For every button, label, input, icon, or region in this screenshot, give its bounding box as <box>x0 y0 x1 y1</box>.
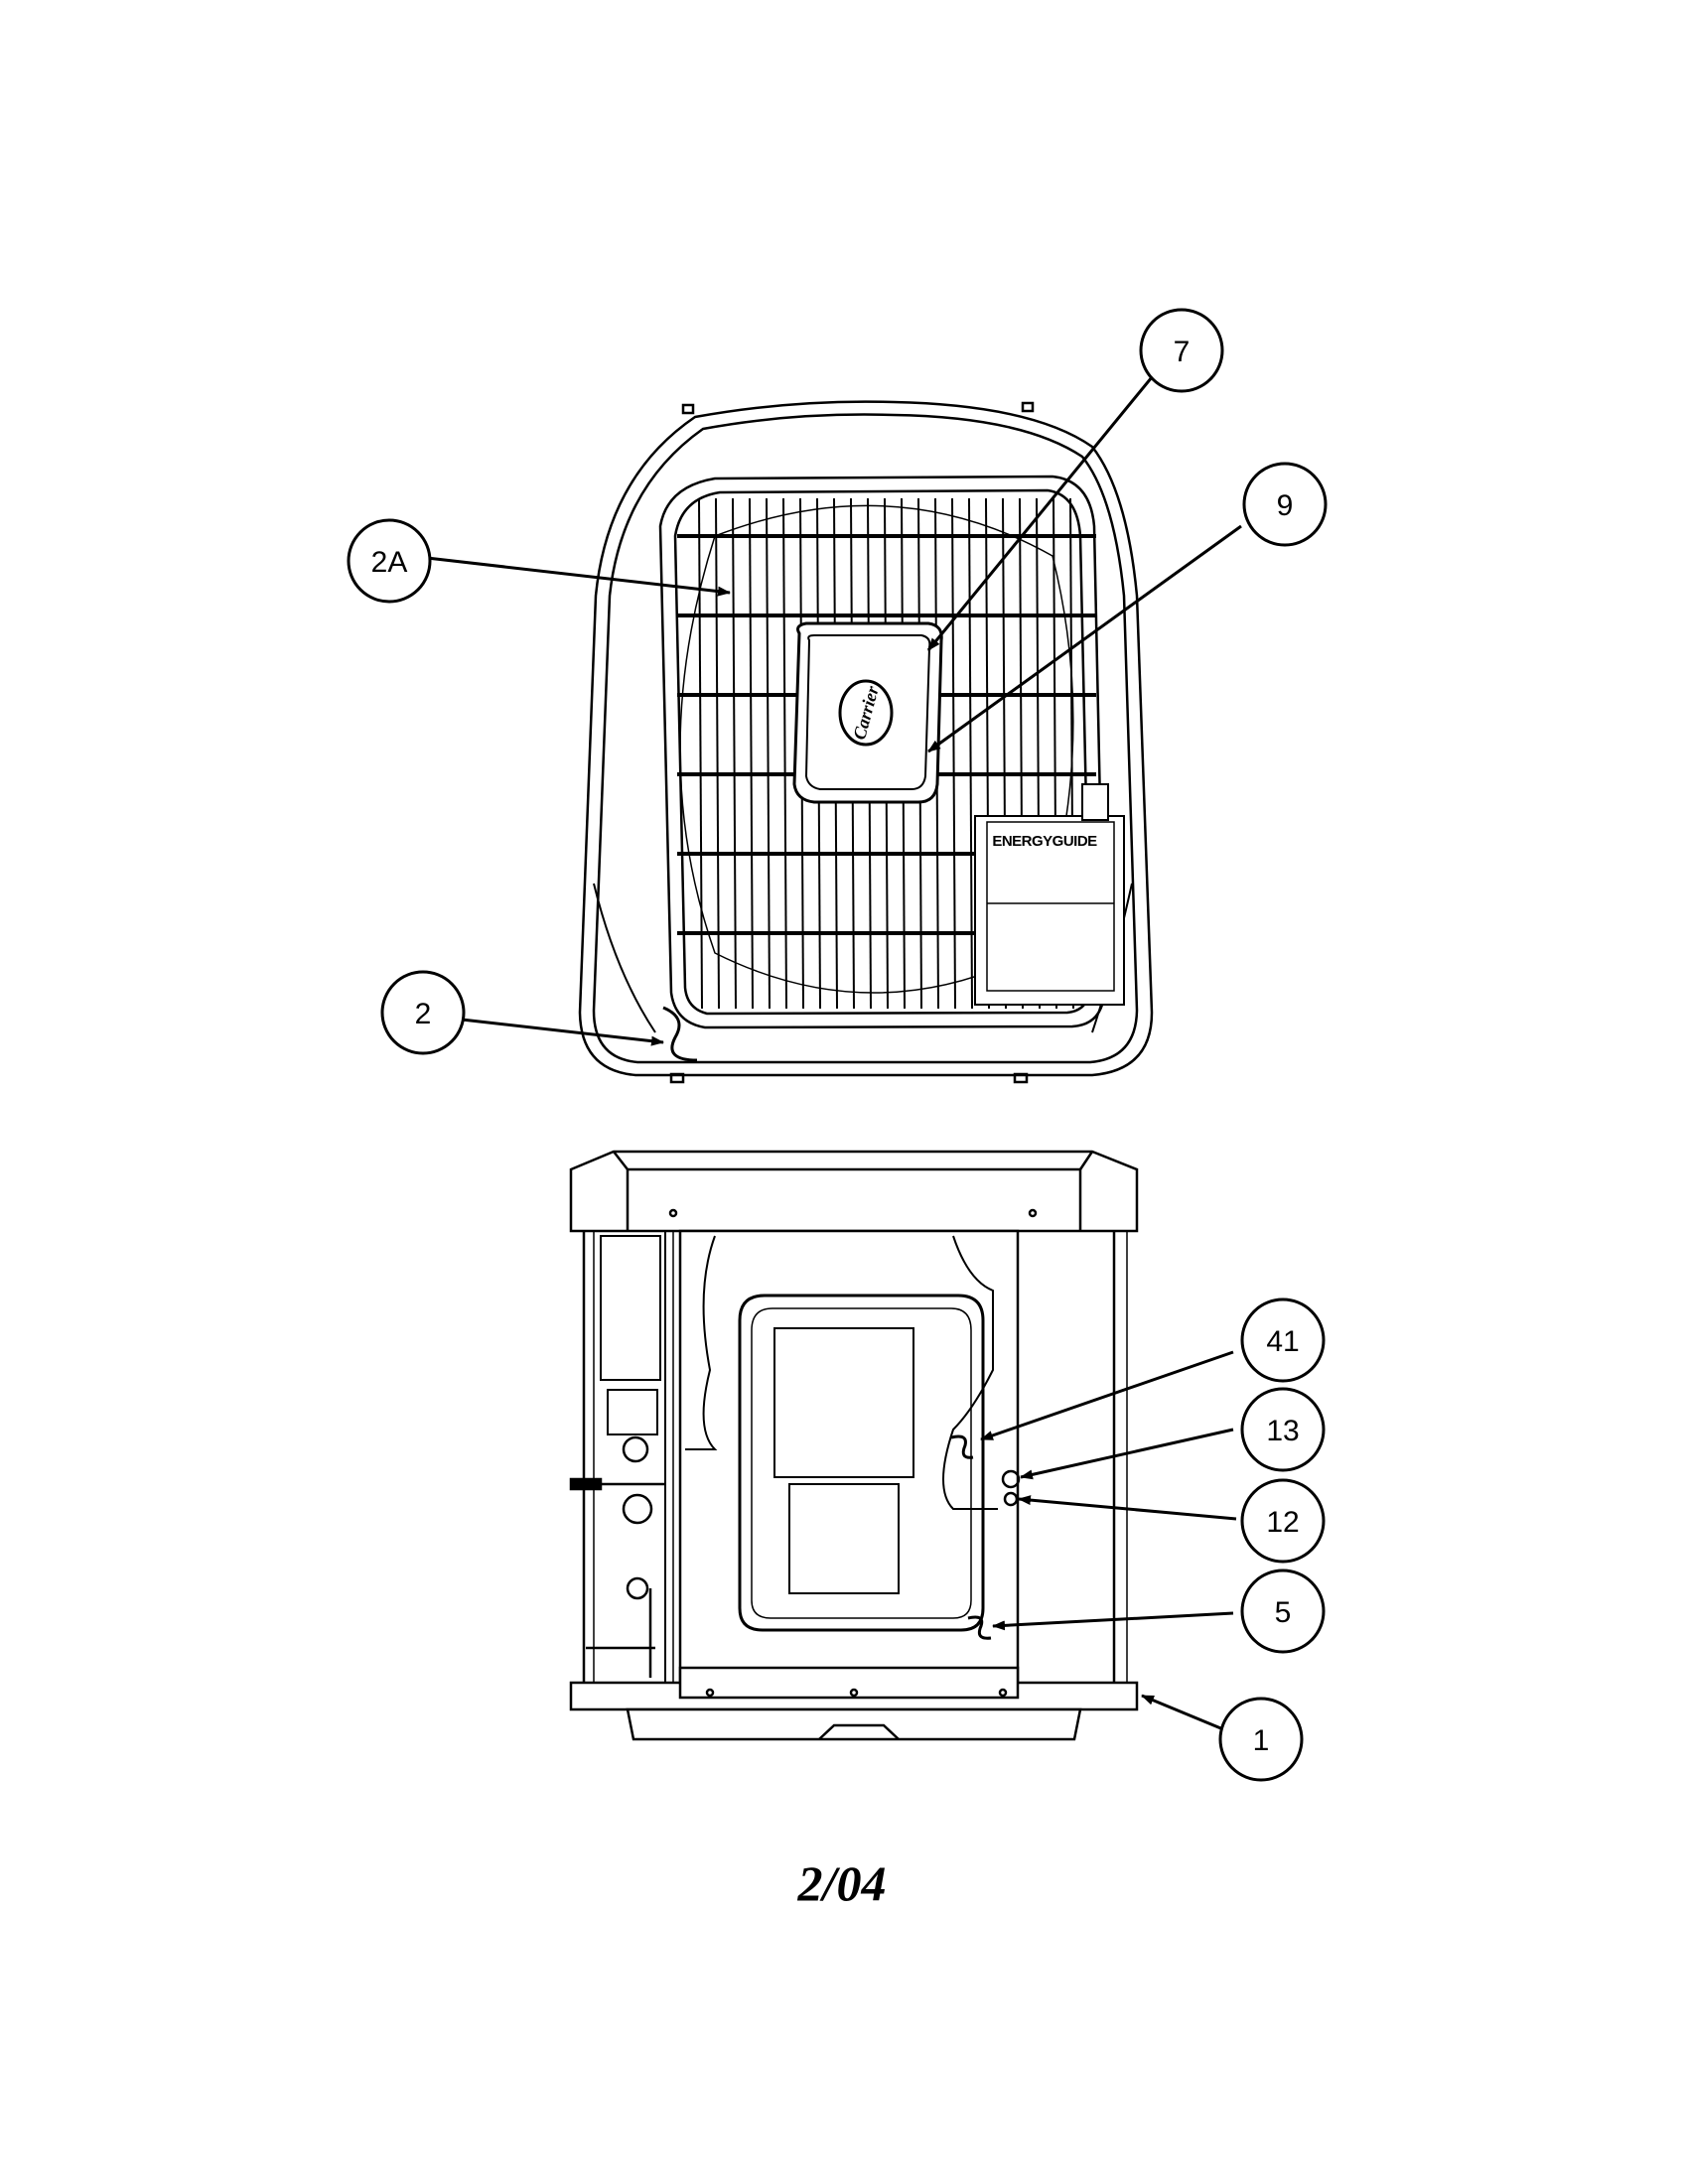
part-marks <box>662 1006 992 1640</box>
leader-41 <box>980 1350 1234 1441</box>
svg-text:12: 12 <box>1266 1506 1299 1539</box>
callout-7: 7 <box>1139 308 1224 393</box>
top-cap <box>569 1150 1139 1233</box>
grille-bar <box>749 497 754 1010</box>
grille-bar <box>766 497 771 1010</box>
grille-bar <box>968 497 973 1010</box>
compressor-label-upper <box>773 1327 914 1478</box>
mark-2 <box>662 1006 698 1062</box>
callout-5: 5 <box>1240 1569 1326 1654</box>
svg-text:7: 7 <box>1174 336 1191 368</box>
leader-9 <box>927 524 1242 753</box>
svg-text:2A: 2A <box>371 546 408 579</box>
service-valve-upper <box>622 1435 649 1463</box>
top-cover-outline <box>578 400 1154 1077</box>
callout-1: 1 <box>1218 1697 1304 1782</box>
grille-bar <box>732 497 737 1010</box>
carrier-logo-icon <box>838 679 894 747</box>
callout-9: 9 <box>1242 462 1328 547</box>
callout-13: 13 <box>1240 1387 1326 1472</box>
mark-5 <box>967 1615 992 1640</box>
callout-12: 12 <box>1240 1478 1326 1564</box>
svg-text:41: 41 <box>1266 1325 1299 1358</box>
unit-side-view <box>569 1150 1139 1741</box>
motor-cover: Carrier <box>792 621 943 804</box>
energy-guide-sticker: ENERGYGUIDE <box>974 783 1125 1006</box>
compressor-window <box>738 1294 985 1632</box>
service-valve-middle <box>622 1493 653 1525</box>
footer-date: 2/04 <box>797 1855 887 1911</box>
svg-text:2: 2 <box>415 998 432 1030</box>
energy-guide-label: ENERGYGUIDE <box>992 833 1097 850</box>
leader-1 <box>1141 1694 1224 1731</box>
leader-lines <box>426 376 1242 1731</box>
grille-bar <box>782 497 787 1010</box>
callout-2: 2 <box>380 970 466 1055</box>
leader-2 <box>461 1018 664 1046</box>
leader-13 <box>1020 1428 1234 1480</box>
leader-2A <box>426 556 731 597</box>
callout-2A: 2A <box>347 518 432 604</box>
grille-bar <box>715 497 720 1010</box>
leader-5 <box>992 1611 1234 1631</box>
control-box <box>600 1235 661 1381</box>
callout-41: 41 <box>1240 1297 1326 1383</box>
service-panel <box>678 1229 1020 1685</box>
grille-bar <box>951 497 956 1010</box>
leader-12 <box>1018 1495 1237 1521</box>
compressor-label-lower <box>788 1483 900 1594</box>
svg-text:9: 9 <box>1277 489 1294 522</box>
svg-text:5: 5 <box>1275 1596 1292 1629</box>
svg-text:1: 1 <box>1253 1724 1270 1757</box>
svg-text:13: 13 <box>1266 1415 1299 1447</box>
leader-7 <box>926 376 1154 651</box>
grille-bar <box>698 497 703 1010</box>
grille-frame <box>658 475 1106 1029</box>
mark-41 <box>950 1434 974 1459</box>
